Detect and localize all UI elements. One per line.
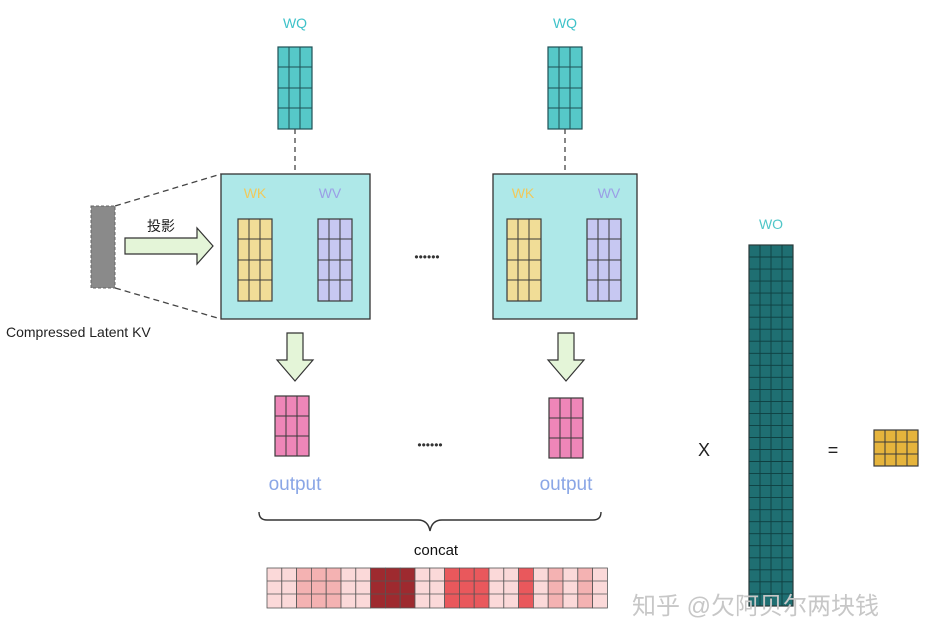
wo-grid-lines [749, 245, 793, 606]
wv-label-1: WV [319, 185, 342, 201]
wk-matrix-1 [237, 218, 273, 302]
concat-cell [458, 567, 475, 609]
wq-label-1: WQ [283, 15, 307, 31]
wq-matrix-2 [547, 46, 583, 130]
wq-matrix-1 [277, 46, 313, 130]
concat-cell [340, 567, 357, 609]
wv-matrix-1 [317, 218, 353, 302]
down-arrow-1 [275, 332, 315, 382]
concat-cell [503, 567, 520, 609]
concat-cell [325, 567, 342, 609]
concat-brace [258, 511, 602, 532]
output-matrix-1 [274, 395, 310, 457]
concat-cell [547, 567, 564, 609]
down-arrow-2 [546, 332, 586, 382]
wv-matrix-2 [586, 218, 622, 302]
output-label-1: output [269, 474, 323, 495]
equals-sign: = [828, 440, 839, 460]
concat-cell [532, 567, 549, 609]
concat-cell [444, 567, 460, 609]
output-label-2: output [540, 474, 594, 495]
wk-matrix-2 [506, 218, 542, 302]
result-matrix [873, 429, 919, 467]
latent-kv-vector [90, 205, 116, 289]
ellipsis-heads: •••••• [414, 250, 439, 264]
concat-cell [311, 567, 327, 609]
concat-cell [385, 567, 401, 609]
concat-cell [370, 567, 386, 609]
concat-label: concat [414, 542, 459, 559]
concat-cell [577, 567, 593, 609]
wq-label-2: WQ [553, 15, 577, 31]
funnel-top-line [114, 173, 222, 207]
concat-vector [266, 567, 608, 609]
funnel-bottom-line [114, 287, 222, 320]
multiply-sign: X [698, 440, 710, 460]
latent-kv-label: Compressed Latent KV [6, 324, 151, 340]
wo-matrix [748, 244, 794, 607]
concat-cell [399, 567, 416, 609]
wo-label: WO [759, 216, 783, 232]
wk-label-2: WK [512, 185, 535, 201]
wv-label-2: WV [598, 185, 621, 201]
wk-label-1: WK [244, 185, 267, 201]
projection-arrow [124, 226, 214, 266]
concat-cell [281, 567, 298, 609]
concat-cell [592, 567, 608, 609]
concat-cell [488, 567, 505, 609]
concat-cell [429, 567, 446, 609]
concat-cell [562, 567, 579, 609]
watermark: 知乎 @欠阿贝尔两块钱 [632, 593, 879, 620]
output-matrix-2 [548, 397, 584, 459]
concat-cell [296, 567, 312, 609]
concat-cell [414, 567, 431, 609]
concat-cell [355, 567, 372, 609]
concat-cell [518, 567, 534, 609]
concat-cell [266, 567, 283, 609]
ellipsis-outputs: •••••• [417, 438, 442, 452]
projection-label: 投影 [147, 218, 175, 234]
concat-cell [473, 567, 490, 609]
